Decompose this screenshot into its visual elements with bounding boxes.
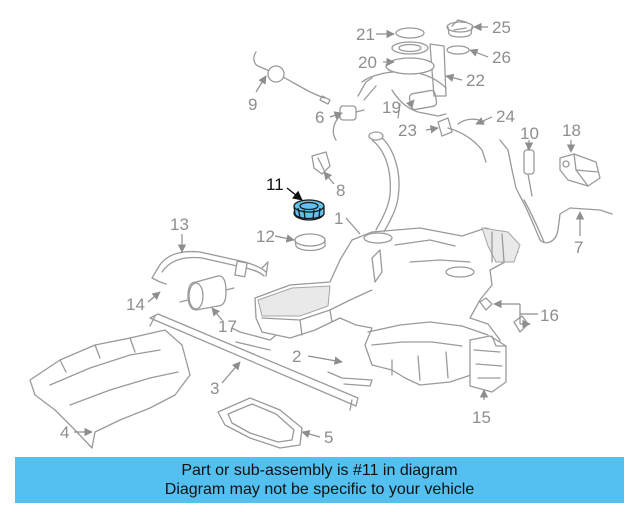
part-valve (332, 105, 365, 141)
part-lock-ring-highlighted (293, 199, 325, 221)
callout-22: 22 (466, 71, 485, 90)
part-vent-valve (437, 117, 487, 163)
callout-18: 18 (562, 121, 581, 140)
part-filler-neck (368, 131, 400, 233)
callout-21: 21 (356, 25, 375, 44)
callout-16: 16 (540, 306, 559, 325)
callout-14: 14 (126, 295, 145, 314)
callout-9: 9 (248, 95, 257, 114)
part-sender-cap (446, 19, 474, 55)
info-banner: Part or sub-assembly is #11 in diagram D… (15, 457, 624, 503)
banner-line-1: Part or sub-assembly is #11 in diagram (181, 462, 458, 479)
callout-11: 11 (266, 175, 284, 194)
part-breather-line (519, 195, 613, 244)
callout-10: 10 (520, 124, 539, 143)
callout-23: 23 (398, 121, 417, 140)
leader-lines (74, 22, 585, 439)
callout-25: 25 (492, 18, 511, 37)
banner-line-2: Diagram may not be specific to your vehi… (164, 481, 475, 498)
callout-13: 13 (170, 215, 189, 234)
part-sensor (559, 153, 601, 187)
callout-12: 12 (256, 227, 275, 246)
part-access-cover (217, 397, 303, 449)
callout-2: 2 (292, 347, 301, 366)
callout-15: 15 (472, 408, 491, 427)
callout-numbers: 1 2 3 4 5 6 7 8 9 10 11 12 13 14 15 16 1… (60, 18, 583, 447)
callout-24: 24 (496, 107, 515, 126)
part-fuel-pump-assembly (357, 27, 447, 119)
callout-19: 19 (382, 98, 401, 117)
callout-4: 4 (60, 423, 69, 442)
callout-20: 20 (358, 53, 377, 72)
callout-5: 5 (324, 428, 333, 447)
part-vent-line (253, 51, 331, 105)
callout-8: 8 (336, 181, 345, 200)
callout-17: 17 (218, 317, 237, 336)
part-mount-bracket (469, 335, 507, 393)
part-fuel-tank (254, 227, 521, 386)
part-seal-ring (294, 233, 326, 252)
part-fuel-line-set (151, 250, 269, 285)
part-heat-shield (29, 329, 191, 449)
callout-26: 26 (492, 48, 511, 67)
part-strap (149, 313, 359, 411)
callout-6: 6 (315, 108, 324, 127)
callout-7: 7 (574, 238, 583, 257)
callout-1: 1 (334, 209, 343, 228)
part-fuel-filter (179, 275, 235, 311)
part-bracket (231, 327, 373, 387)
part-clip (311, 151, 331, 175)
callout-3: 3 (210, 379, 219, 398)
